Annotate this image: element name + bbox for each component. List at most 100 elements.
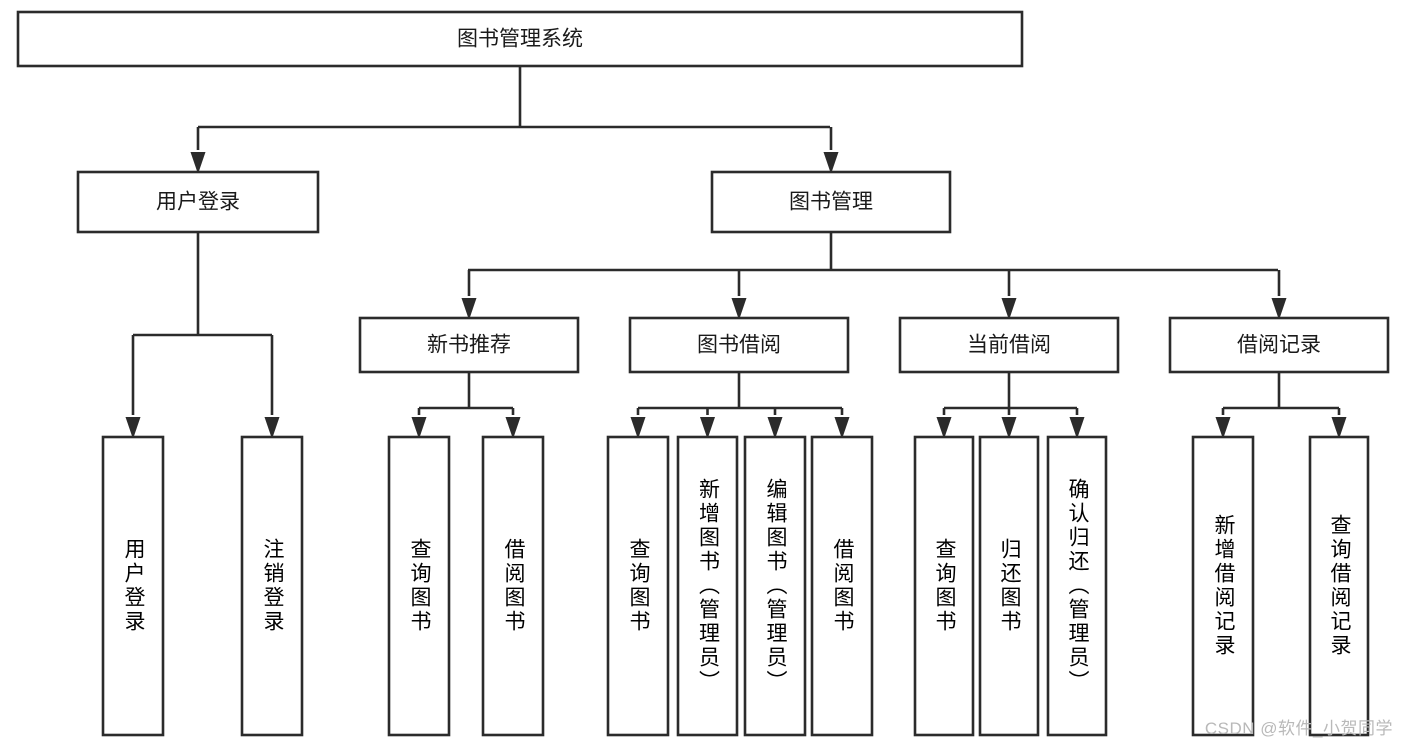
- node-box-leaf-query-book-3[interactable]: [913, 435, 975, 737]
- node-leaf-edit-book[interactable]: 编辑图书（管理员）: [743, 435, 807, 737]
- node-leaf-user-logout[interactable]: 注销登录: [240, 435, 304, 737]
- node-label-wrap-leaf-add-book: 新增图书（管理员）: [696, 478, 720, 694]
- arrow-head-icon: [1331, 417, 1347, 439]
- arrow-head-icon: [834, 417, 850, 439]
- edge-book-borrow-to-leaf-edit-book: [767, 408, 783, 439]
- arrow-head-icon: [190, 152, 206, 174]
- edge-root-to-book-manage: [823, 127, 839, 174]
- node-leaf-user-login[interactable]: 用户登录: [101, 435, 165, 737]
- node-label-leaf-return-book: 归还图书: [998, 538, 1021, 634]
- nodes-layer: 图书管理系统用户登录图书管理新书推荐图书借阅当前借阅借阅记录用户登录注销登录查询…: [16, 10, 1390, 737]
- node-user-login[interactable]: 用户登录: [76, 170, 320, 234]
- node-leaf-borrow-book-1[interactable]: 借阅图书: [481, 435, 545, 737]
- node-new-book-rec[interactable]: 新书推荐: [358, 316, 580, 374]
- arrow-head-icon: [936, 417, 952, 439]
- node-box-leaf-query-book-1[interactable]: [387, 435, 451, 737]
- node-leaf-add-record[interactable]: 新增借阅记录: [1191, 435, 1255, 737]
- node-box-leaf-return-book[interactable]: [978, 435, 1040, 737]
- node-box-leaf-borrow-book-1[interactable]: [481, 435, 545, 737]
- connector-bus-user-login: [133, 232, 272, 337]
- node-label-book-borrow: 图书借阅: [697, 334, 781, 357]
- node-box-leaf-add-record[interactable]: [1191, 435, 1255, 737]
- node-leaf-borrow-book-2[interactable]: 借阅图书: [810, 435, 874, 737]
- node-label-current-borrow: 当前借阅: [967, 334, 1051, 357]
- edge-user-login-to-leaf-user-login: [125, 335, 141, 439]
- connectors-layer: [125, 66, 1347, 439]
- edge-user-login-to-leaf-user-logout: [264, 335, 280, 439]
- node-label-new-book-rec: 新书推荐: [427, 334, 511, 357]
- node-label-book-manage: 图书管理: [789, 191, 873, 214]
- node-label-leaf-add-record: 新增借阅记录: [1212, 514, 1235, 658]
- arrow-head-icon: [125, 417, 141, 439]
- node-label-leaf-user-logout: 注销登录: [261, 538, 284, 634]
- node-label-wrap-leaf-query-record: 查询借阅记录: [1328, 514, 1351, 658]
- node-leaf-confirm-return[interactable]: 确认归还（管理员）: [1046, 435, 1108, 737]
- node-leaf-add-book[interactable]: 新增图书（管理员）: [676, 435, 739, 737]
- node-label-leaf-borrow-book-2: 借阅图书: [831, 538, 854, 634]
- node-book-manage[interactable]: 图书管理: [710, 170, 952, 234]
- arrow-head-icon: [1001, 298, 1017, 320]
- arrow-head-icon: [505, 417, 521, 439]
- connector-bus-book-manage: [468, 232, 1278, 272]
- node-box-leaf-user-logout[interactable]: [240, 435, 304, 737]
- node-box-leaf-user-login[interactable]: [101, 435, 165, 737]
- edge-new-book-rec-to-leaf-query-book-1: [411, 408, 427, 439]
- node-leaf-query-book-1[interactable]: 查询图书: [387, 435, 451, 737]
- arrow-head-icon: [1069, 417, 1085, 439]
- edge-current-borrow-to-leaf-confirm-return: [1069, 408, 1085, 439]
- node-box-leaf-query-book-2[interactable]: [606, 435, 670, 737]
- node-box-leaf-edit-book[interactable]: [743, 435, 807, 737]
- edge-borrow-record-to-leaf-query-record: [1331, 408, 1347, 439]
- node-leaf-query-book-3[interactable]: 查询图书: [913, 435, 975, 737]
- node-box-book-borrow[interactable]: [628, 316, 850, 374]
- node-book-borrow[interactable]: 图书借阅: [628, 316, 850, 374]
- arrow-head-icon: [411, 417, 427, 439]
- arrow-head-icon: [264, 417, 280, 439]
- node-box-leaf-borrow-book-2[interactable]: [810, 435, 874, 737]
- node-box-leaf-confirm-return[interactable]: [1046, 435, 1108, 737]
- arrow-head-icon: [630, 417, 646, 439]
- node-label-leaf-borrow-book-1: 借阅图书: [502, 538, 525, 634]
- node-label-leaf-query-book-1: 查询图书: [408, 538, 431, 634]
- node-label-wrap-leaf-query-book-2: 查询图书: [627, 538, 650, 634]
- edge-book-manage-to-book-borrow: [731, 270, 747, 320]
- node-box-borrow-record[interactable]: [1168, 316, 1390, 374]
- node-box-book-manage[interactable]: [710, 170, 952, 234]
- node-label-leaf-user-login: 用户登录: [122, 538, 145, 634]
- node-label-leaf-query-record: 查询借阅记录: [1328, 514, 1351, 658]
- node-box-user-login[interactable]: [76, 170, 320, 234]
- node-label-wrap-leaf-query-book-1: 查询图书: [408, 538, 431, 634]
- node-label-wrap-leaf-query-book-3: 查询图书: [933, 538, 956, 634]
- node-box-new-book-rec[interactable]: [358, 316, 580, 374]
- edge-book-manage-to-borrow-record: [1271, 270, 1287, 320]
- connector-bus-new-book-rec: [419, 372, 513, 410]
- node-box-current-borrow[interactable]: [898, 316, 1120, 374]
- node-label-leaf-add-book: 新增图书（管理员）: [696, 478, 720, 694]
- edge-current-borrow-to-leaf-return-book: [1001, 408, 1017, 439]
- edge-book-manage-to-new-book-rec: [461, 270, 477, 320]
- edge-root-to-user-login: [190, 127, 206, 174]
- edge-borrow-record-to-leaf-add-record: [1215, 408, 1231, 439]
- node-leaf-return-book[interactable]: 归还图书: [978, 435, 1040, 737]
- node-box-leaf-add-book[interactable]: [676, 435, 739, 737]
- node-root[interactable]: 图书管理系统: [16, 10, 1024, 68]
- node-label-leaf-query-book-3: 查询图书: [933, 538, 956, 634]
- node-leaf-query-book-2[interactable]: 查询图书: [606, 435, 670, 737]
- edge-current-borrow-to-leaf-query-book-3: [936, 408, 952, 439]
- node-current-borrow[interactable]: 当前借阅: [898, 316, 1120, 374]
- arrow-head-icon: [1001, 417, 1017, 439]
- edge-book-borrow-to-leaf-query-book-2: [630, 408, 646, 439]
- node-label-wrap-leaf-return-book: 归还图书: [998, 538, 1021, 634]
- node-label-wrap-leaf-user-login: 用户登录: [122, 538, 145, 634]
- arrow-head-icon: [1271, 298, 1287, 320]
- arrow-head-icon: [1215, 417, 1231, 439]
- node-leaf-query-record[interactable]: 查询借阅记录: [1308, 435, 1370, 737]
- node-box-leaf-query-record[interactable]: [1308, 435, 1370, 737]
- node-label-leaf-edit-book: 编辑图书（管理员）: [764, 478, 787, 694]
- edge-new-book-rec-to-leaf-borrow-book-1: [505, 408, 521, 439]
- node-label-wrap-leaf-add-record: 新增借阅记录: [1212, 514, 1235, 658]
- node-borrow-record[interactable]: 借阅记录: [1168, 316, 1390, 374]
- node-label-root: 图书管理系统: [457, 28, 583, 51]
- node-box-root[interactable]: [16, 10, 1024, 68]
